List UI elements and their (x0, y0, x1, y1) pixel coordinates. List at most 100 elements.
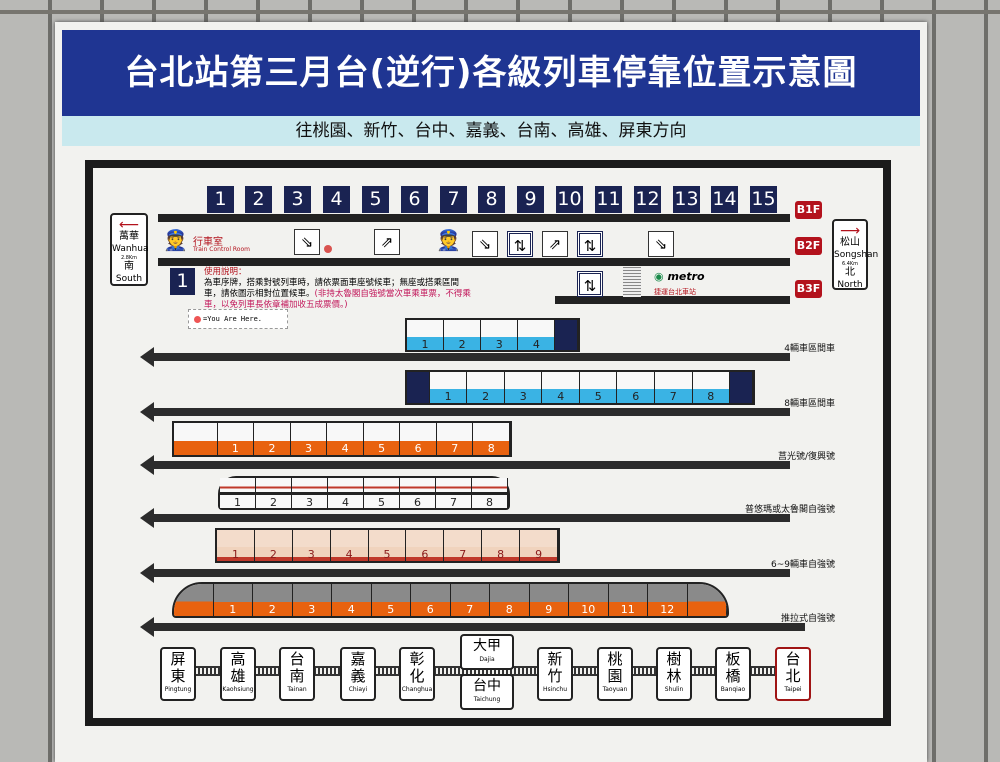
station-name: 樹林 (666, 650, 682, 685)
car-number: 12 (648, 601, 687, 616)
car-number: 6 (411, 601, 450, 616)
car-number: 5 (364, 494, 399, 509)
car-number: 8 (472, 494, 507, 509)
train-car: 9 (520, 530, 559, 561)
station-name-en: Taichung (473, 696, 501, 703)
train-control-room-label: 行車室 (193, 237, 223, 248)
train-car: 1 (220, 478, 256, 509)
car-number: 10 (569, 601, 608, 616)
car-number: 3 (292, 494, 327, 509)
sign-subtitle: 往桃園、新竹、台中、嘉義、台南、高雄、屏東方向 (62, 116, 920, 146)
direction-zh: 萬華 (119, 231, 139, 242)
train-car: 6 (406, 530, 445, 561)
train-car: 2 (256, 478, 292, 509)
station-name: 屏東 (170, 650, 186, 685)
instruction-car-number: 1 (170, 268, 195, 295)
car-number: 7 (450, 601, 489, 616)
station-name-en: Pingtung (164, 686, 192, 693)
car-position-4: 4 (323, 186, 350, 213)
car-position-9: 9 (517, 186, 544, 213)
train-car: 8 (490, 584, 530, 616)
car-number: 5 (363, 440, 400, 455)
car-number: 4 (327, 440, 363, 455)
you-are-here-dot (324, 245, 332, 253)
car-number: 1 (217, 440, 254, 455)
escalator-down-icon: ⇘ (294, 229, 320, 255)
instructions-warning: (非持太魯閣自強號當次車乘車票，不得乘車，以免列車長依章補加收五成票價。) (204, 289, 471, 310)
direction-south-sign: ⟵ 萬華 Wanhua 2.8Km 南 South (110, 213, 148, 286)
platform-track (140, 617, 805, 637)
b3f-line (555, 296, 790, 304)
train-car: 1 (407, 320, 445, 351)
station-name-en: Banqiao (720, 686, 746, 693)
train-car: 7 (444, 530, 483, 561)
b2f-line (158, 258, 790, 266)
car-position-14: 14 (711, 186, 738, 213)
direction-en: Wanhua (112, 243, 149, 254)
metro-icon: ◉ (654, 270, 664, 283)
direction-zh: 松山 (840, 237, 860, 248)
train-car: 1 (429, 372, 468, 403)
elevator-icon: ⇅ (507, 231, 533, 257)
train-car: 6 (411, 584, 451, 616)
car-number: 7 (436, 494, 471, 509)
staff-icon: 👮 (163, 228, 188, 252)
diagram-frame (85, 160, 891, 726)
car-number: 1 (220, 494, 255, 509)
metro-station-label: 捷運台北車站 (654, 288, 696, 296)
red-dot-icon (194, 316, 201, 323)
direction-compass-zh: 南 (124, 261, 134, 272)
train-type-label: 6~9輛車自強號 (771, 560, 835, 570)
car-number: 3 (292, 547, 330, 561)
train-car: 4 (542, 372, 580, 403)
car-number: 8 (482, 547, 520, 561)
car-number: 8 (490, 601, 529, 616)
car-number: 6 (400, 494, 435, 509)
platform-track (140, 508, 790, 528)
car-position-12: 12 (634, 186, 661, 213)
train-cab (555, 320, 579, 350)
station-name-en: Tainan (287, 686, 307, 693)
train-cab (730, 372, 753, 403)
car-number: 4 (332, 601, 371, 616)
car-position-7: 7 (440, 186, 467, 213)
car-position-15: 15 (750, 186, 777, 213)
escalator-up-icon: ⇗ (542, 231, 568, 257)
train-car: 2 (444, 320, 482, 351)
train-car: 3 (290, 423, 328, 455)
car-number: 5 (368, 547, 406, 561)
train-car: 1 (213, 584, 253, 616)
direction-compass-en: North (837, 279, 863, 290)
train-car: 8 (482, 530, 521, 561)
train-car: 7 (655, 372, 693, 403)
station-name: 板橋 (725, 650, 741, 685)
train-car: 4 (328, 478, 364, 509)
station-name: 高雄 (230, 650, 246, 685)
station-name: 桃園 (607, 650, 623, 685)
car-number: 2 (254, 547, 292, 561)
car-number: 4 (328, 494, 363, 509)
car-number: 7 (444, 547, 482, 561)
train-car: 4 (330, 530, 369, 561)
station-name-en: Shulin (664, 686, 684, 693)
train-type-label: 4輛車區間車 (784, 344, 835, 354)
train-car: 2 (253, 584, 293, 616)
escalator-down-icon: ⇘ (472, 231, 498, 257)
station-name: 新竹 (547, 650, 563, 685)
station-name: 嘉義 (350, 650, 366, 685)
train-type-label: 8輛車區間車 (784, 399, 835, 409)
direction-north-sign: ⟶ 松山 Songshan 6.4Km 北 North (832, 219, 878, 290)
station-name-en: Taoyuan (602, 686, 628, 693)
car-number: 11 (608, 601, 647, 616)
direction-distance: 2.8Km (120, 254, 138, 261)
